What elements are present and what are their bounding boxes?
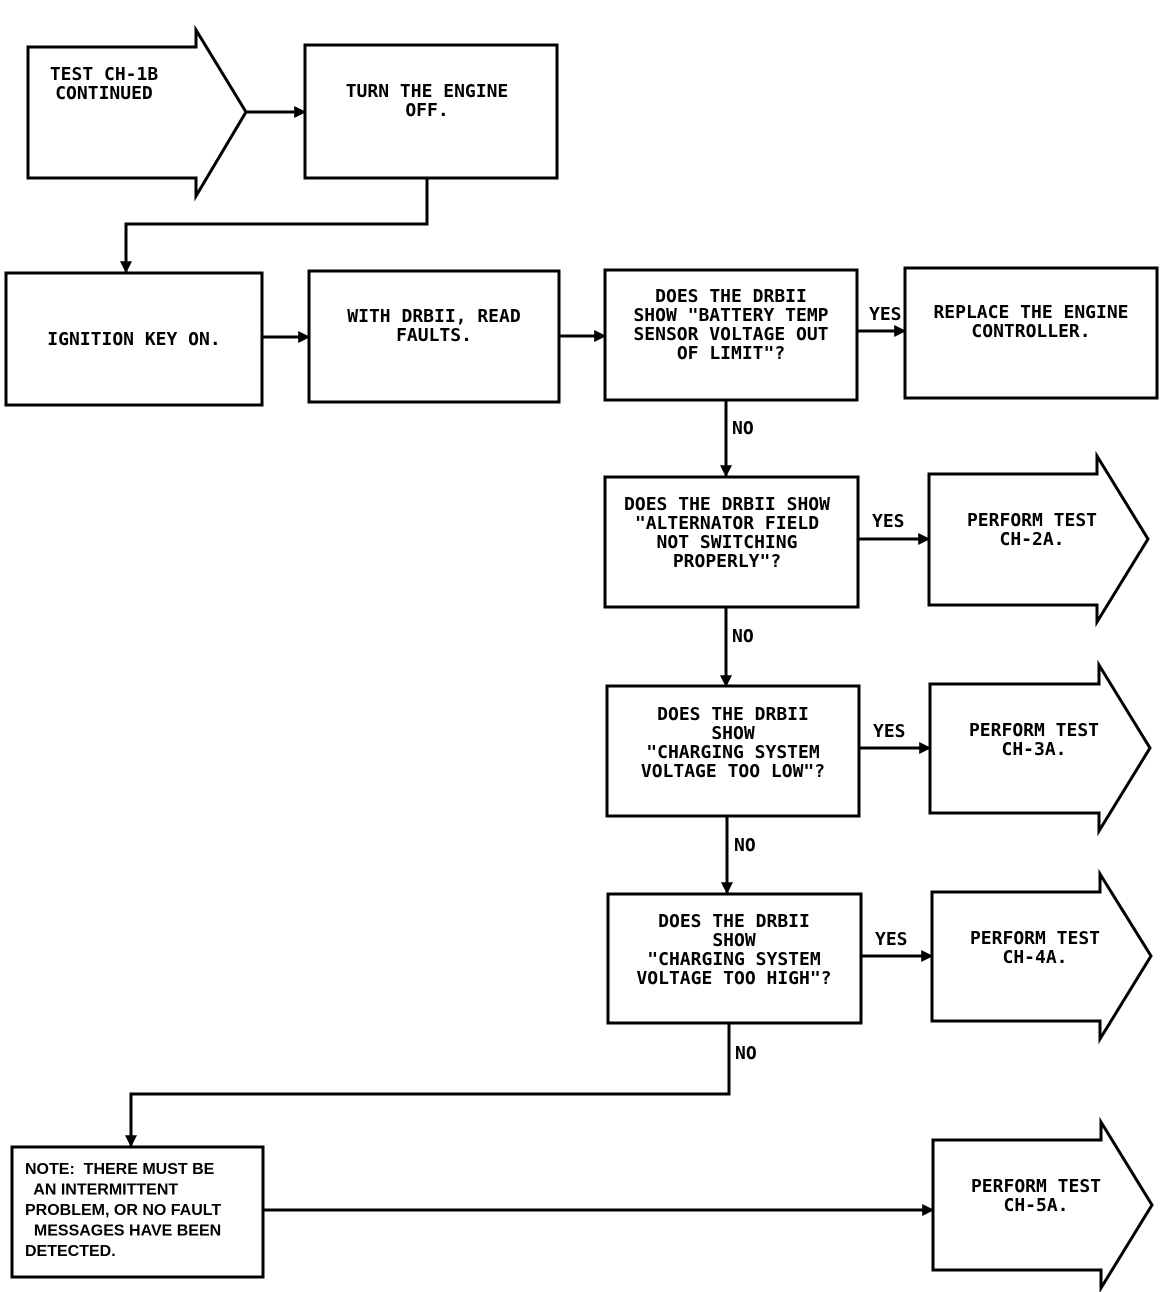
node-text-line: REPLACE THE ENGINE: [933, 302, 1128, 323]
node-text-line: PROPERLY"?: [673, 551, 781, 572]
node-text-line: PERFORM TEST: [971, 1176, 1101, 1197]
node-text-line: CONTINUED: [55, 83, 153, 104]
node-text-line: OFF.: [405, 100, 448, 121]
node-text-line: PERFORM TEST: [970, 928, 1100, 949]
label-no-high: NO: [735, 1043, 757, 1064]
node-text-line: SENSOR VOLTAGE OUT: [633, 324, 828, 345]
node-text-line: PROBLEM, OR NO FAULT: [25, 1202, 221, 1219]
node-text-line: DOES THE DRBII: [658, 911, 810, 932]
node-text-line: SHOW: [712, 930, 756, 951]
label-no-battery: NO: [732, 418, 754, 439]
node-text-line: SHOW: [711, 723, 755, 744]
node-text-line: PERFORM TEST: [969, 720, 1099, 741]
node-text-line: CH-3A.: [1001, 739, 1066, 760]
node-text-line: PERFORM TEST: [967, 510, 1097, 531]
node-text-line: SHOW "BATTERY TEMP: [633, 305, 828, 326]
node-ignition-on-text: IGNITION KEY ON.: [47, 329, 220, 350]
node-text-line: CONTROLLER.: [971, 321, 1090, 342]
node-text-line: DOES THE DRBII: [655, 286, 807, 307]
label-no-alt: NO: [732, 626, 754, 647]
label-yes-low: YES: [873, 721, 906, 742]
node-text-line: TURN THE ENGINE: [346, 81, 509, 102]
edge-q-high-no: [125, 1023, 731, 1148]
node-text-line: CH-5A.: [1003, 1195, 1068, 1216]
edge-engine-off-to-ignition: [120, 178, 429, 274]
node-text-line: "CHARGING SYSTEM: [646, 742, 820, 763]
node-text-line: WITH DRBII, READ: [347, 306, 521, 327]
node-text-line: AN INTERMITTENT: [25, 1182, 178, 1199]
node-text-line: DOES THE DRBII SHOW: [624, 494, 830, 515]
node-text-line: CH-2A.: [999, 529, 1064, 550]
node-note-text: NOTE: THERE MUST BE AN INTERMITTENT PROBL…: [25, 1161, 221, 1260]
node-text-line: VOLTAGE TOO LOW"?: [641, 761, 825, 782]
node-note: NOTE: THERE MUST BE AN INTERMITTENT PROBL…: [10, 1145, 265, 1279]
node-text-line: OF LIMIT"?: [677, 343, 785, 364]
label-yes-battery: YES: [869, 304, 902, 325]
node-text-line: NOT SWITCHING: [657, 532, 798, 553]
node-ignition-on: IGNITION KEY ON.: [4, 271, 264, 407]
node-text-line: "ALTERNATOR FIELD: [635, 513, 819, 534]
node-text-line: MESSAGES HAVE BEEN: [25, 1223, 221, 1240]
node-text-line: CH-4A.: [1002, 947, 1067, 968]
node-text-line: FAULTS.: [396, 325, 472, 346]
label-yes-high: YES: [875, 929, 908, 950]
node-text-line: VOLTAGE TOO HIGH"?: [636, 968, 831, 989]
label-no-low: NO: [734, 835, 756, 856]
node-text-line: "CHARGING SYSTEM: [647, 949, 821, 970]
label-yes-alt: YES: [872, 511, 905, 532]
node-text-line: IGNITION KEY ON.: [47, 329, 220, 350]
node-text-line: TEST CH-1B: [50, 64, 159, 85]
node-text-line: NOTE: THERE MUST BE: [25, 1161, 215, 1178]
node-text-line: DOES THE DRBII: [657, 704, 809, 725]
node-text-line: DETECTED.: [25, 1243, 116, 1260]
